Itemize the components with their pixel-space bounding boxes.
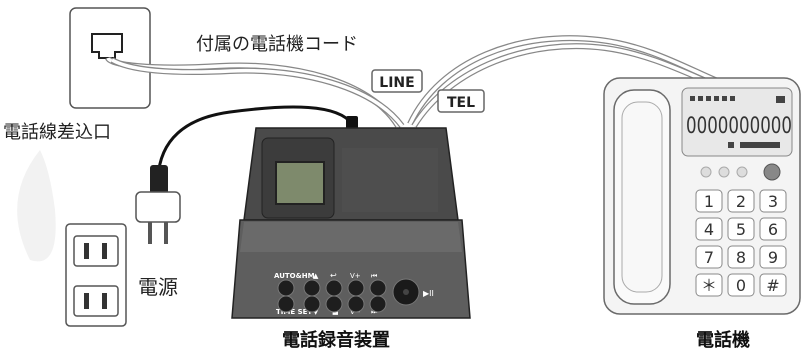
tel-tag-text: TEL <box>447 95 475 111</box>
auto-button[interactable] <box>277 279 295 297</box>
keypad-key-label: 0 <box>736 276 746 295</box>
cord-label: 付属の電話機コード <box>196 34 358 55</box>
keypad-key-label: 4 <box>704 220 714 239</box>
prev-button[interactable] <box>369 279 387 297</box>
speaker-grille <box>342 148 438 212</box>
display-indicators <box>690 96 785 148</box>
keypad-key[interactable]: # <box>759 273 787 297</box>
next-symbol: ⏭ <box>371 308 378 316</box>
line-tag: LINE <box>371 69 423 93</box>
wall-outlet <box>65 223 127 327</box>
up-arrow: ▲ <box>313 272 319 280</box>
tel-tag: TEL <box>437 89 485 113</box>
button-row-bottom <box>277 295 387 313</box>
keypad-key-label: 8 <box>736 248 746 267</box>
down-button[interactable] <box>303 295 321 313</box>
keypad-key-label: 9 <box>768 248 778 267</box>
phone-cords <box>105 35 722 128</box>
keypad-key-label: ＊ <box>701 276 717 295</box>
next-button[interactable] <box>369 295 387 313</box>
auto-label: AUTO&HM <box>274 272 315 280</box>
time-set-button[interactable] <box>277 295 295 313</box>
phone-label: 電話機 <box>696 329 750 351</box>
keypad-key-label: 1 <box>704 192 714 211</box>
ac-adapter <box>135 165 181 244</box>
stop-button[interactable] <box>325 295 343 313</box>
vol-down-button[interactable] <box>347 295 365 313</box>
phone-keypad: 1 2 3 4 5 6 7 8 9 ＊ 0 # <box>695 189 787 297</box>
jack-socket-icon <box>91 33 123 59</box>
keypad-key-label: # <box>766 276 779 295</box>
keypad-key[interactable]: 5 <box>727 217 755 241</box>
keypad-key[interactable]: ＊ <box>695 273 723 297</box>
keypad-key-label: 5 <box>736 220 746 239</box>
down-arrow: ▼ <box>313 308 319 316</box>
back-button[interactable] <box>325 279 343 297</box>
recorder-lcd <box>275 161 325 205</box>
power-cable <box>156 105 354 179</box>
vol-up-button[interactable] <box>347 279 365 297</box>
keypad-key[interactable]: 7 <box>695 245 723 269</box>
recorder-buttons <box>277 278 420 313</box>
recorder-label: 電話録音装置 <box>282 329 390 351</box>
phone-display-number: 0000000000 <box>686 114 792 139</box>
power-label: 電源 <box>138 275 178 299</box>
keypad-key-label: 7 <box>704 248 714 267</box>
keypad-key-label: 6 <box>768 220 778 239</box>
keypad-key[interactable]: 6 <box>759 217 787 241</box>
keypad-key[interactable]: 4 <box>695 217 723 241</box>
wall-jack-label: 電話線差込口 <box>3 122 111 143</box>
play-pause-label: ▶II <box>423 289 434 298</box>
keypad-key-label: 3 <box>768 192 778 211</box>
keypad-key[interactable]: 3 <box>759 189 787 213</box>
keypad-key[interactable]: 0 <box>727 273 755 297</box>
prev-symbol: ⏮ <box>371 272 377 280</box>
up-button[interactable] <box>303 279 321 297</box>
phone-display <box>681 87 793 157</box>
background-decoration <box>17 150 56 262</box>
keypad-key[interactable]: 9 <box>759 245 787 269</box>
back-symbol: ↩ <box>330 271 337 280</box>
keypad-key[interactable]: 2 <box>727 189 755 213</box>
keypad-key[interactable]: 1 <box>695 189 723 213</box>
keypad-key-label: 2 <box>736 192 746 211</box>
vol-up-label: V+ <box>350 272 361 280</box>
line-tag-text: LINE <box>379 75 414 91</box>
recorder-device: AUTO&HM ▲ ↩ V+ ⏮ TIME SET ▼ ■ V− ⏭ <box>231 127 471 319</box>
time-set-label: TIME SET <box>276 308 312 316</box>
keypad-key[interactable]: 8 <box>727 245 755 269</box>
telephone: 0000000000 1 2 3 4 5 6 7 8 9 ＊ 0 # <box>603 77 801 315</box>
